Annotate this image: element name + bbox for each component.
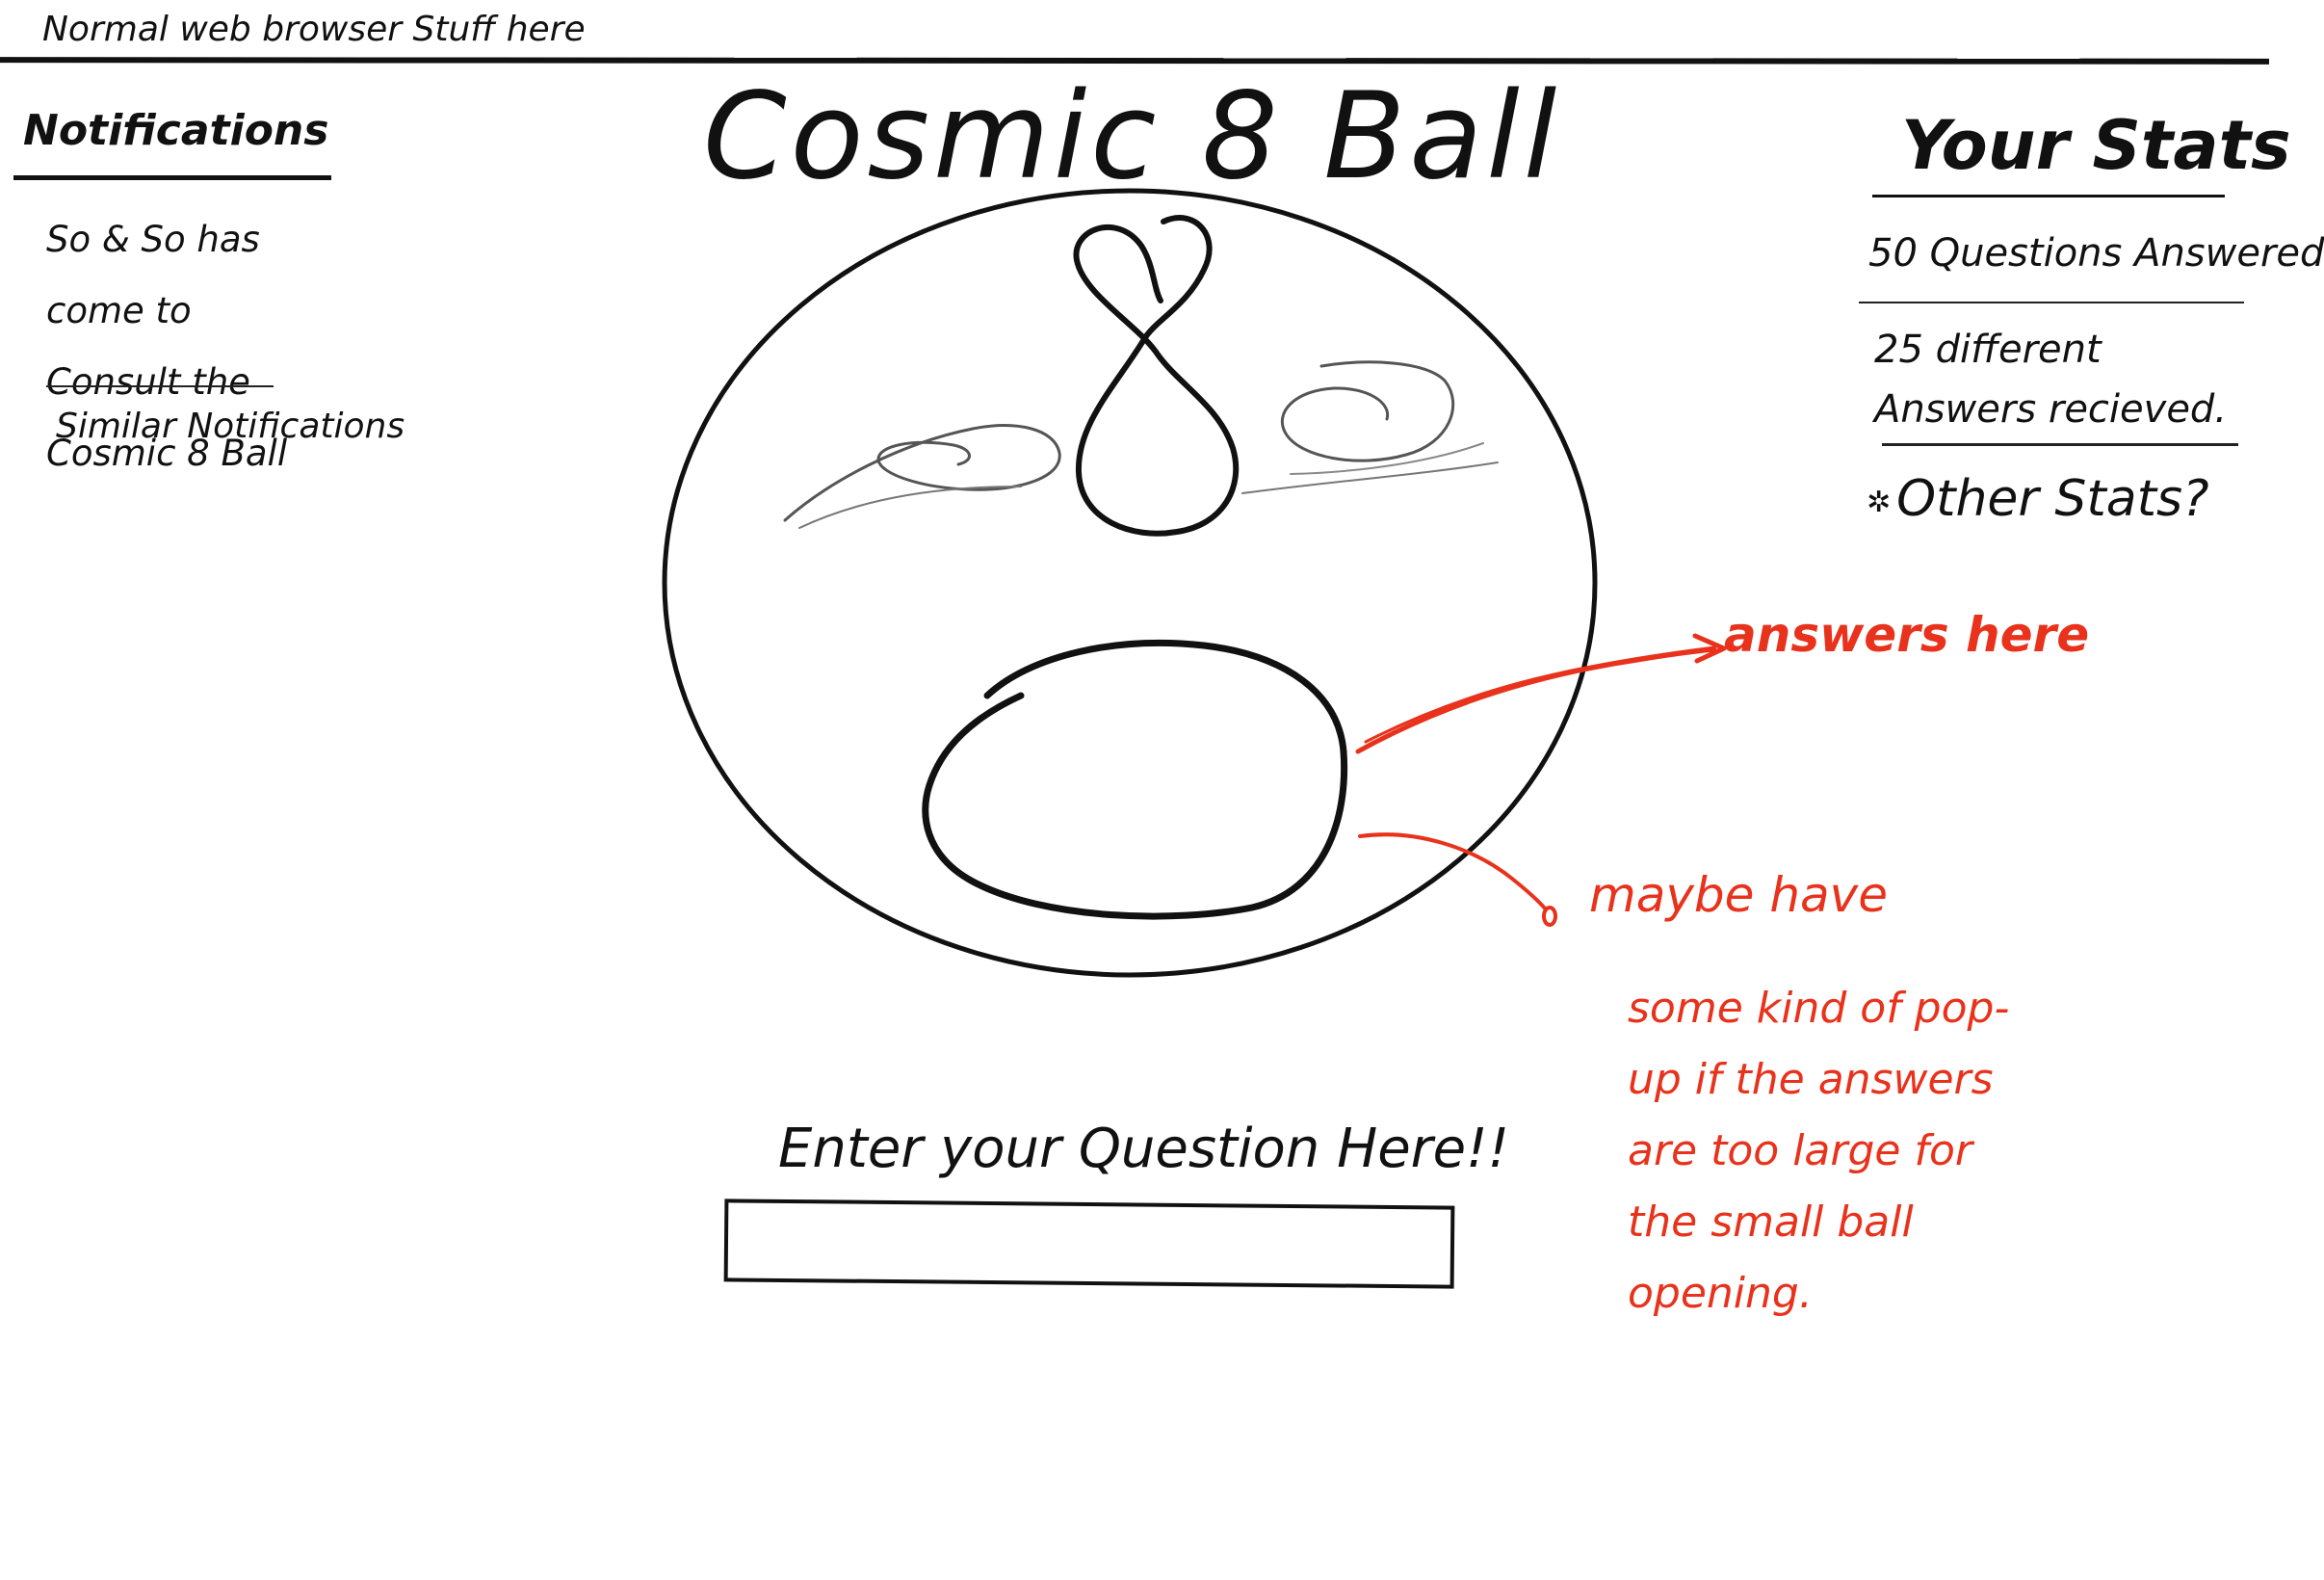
figure-eight-icon: [1073, 215, 1240, 537]
stat-item: 50 Questions Answered: [1868, 231, 2324, 276]
pointer-end-icon: [1542, 906, 1557, 927]
arrow-head-icon: [1692, 633, 1727, 664]
maybe-pointer: [1358, 832, 1548, 911]
answers-arrow-stroke: [1364, 645, 1716, 744]
browser-chrome-placeholder: Normal web browser Stuff here: [0, 0, 2273, 65]
answer-window: [922, 639, 1348, 920]
stats-divider: [1882, 443, 2238, 446]
answers-arrow: [1355, 646, 1717, 754]
popup-annotation: some kind of pop-up if the answers are t…: [1628, 984, 2010, 1318]
stat-item: Other Stats?: [1896, 470, 2209, 528]
cosmic-swirl-left-trail: [798, 486, 1022, 529]
stats-title: Your Stats: [1901, 106, 2291, 185]
stat-item-row: ✲Other Stats?: [1867, 470, 2209, 528]
page-title: Cosmic 8 Ball: [703, 67, 1561, 206]
cosmic-swirl-left: [783, 424, 1061, 522]
notifications-title: Notifications: [23, 106, 329, 155]
cosmic-swirl-right: [1280, 360, 1455, 462]
question-input[interactable]: [723, 1198, 1455, 1289]
other-stats-icon: ✲: [1867, 485, 1892, 519]
notification-item[interactable]: So & So has come to Consult the Cosmic 8…: [46, 219, 288, 474]
stat-item: 25 different Answers recieved.: [1874, 328, 2228, 432]
stats-title-underline: [1872, 195, 2225, 198]
question-label: Enter your Question Here!!: [778, 1118, 1510, 1180]
ball-outline: [662, 188, 1598, 978]
stats-divider: [1859, 302, 2244, 303]
notification-divider: [46, 385, 274, 387]
notification-item[interactable]: Similar Notifications: [56, 407, 405, 446]
cosmic-swirl-right-trail-2: [1290, 442, 1484, 475]
maybe-annotation: maybe have: [1589, 867, 1889, 923]
cosmic-8-ball-illustration: [662, 188, 1727, 978]
answers-annotation: answers here: [1724, 607, 2090, 663]
notifications-title-underline: [13, 175, 331, 180]
browser-chrome-label: Normal web browser Stuff here: [42, 10, 586, 49]
cosmic-swirl-right-trail: [1241, 461, 1499, 494]
